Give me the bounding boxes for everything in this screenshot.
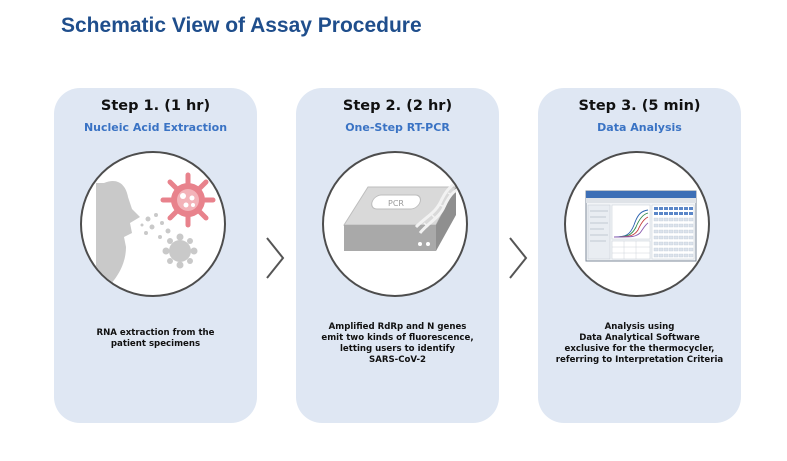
step-3-illustration <box>564 151 710 297</box>
pcr-machine-icon: PCR <box>343 177 466 251</box>
step-1-subtitle: Nucleic Acid Extraction <box>83 121 228 134</box>
chevron-right-icon <box>266 237 285 279</box>
specimen-extraction-icon <box>96 172 216 287</box>
page-title: Schematic View of Assay Procedure <box>61 14 422 37</box>
analysis-software-icon <box>585 190 697 262</box>
virus-icon <box>160 172 216 228</box>
step-card-2: Step 2. (2 hr) One-Step RT-PCR PCR <box>296 88 499 423</box>
step-3-subtitle: Data Analysis <box>597 121 682 134</box>
step-1-illustration <box>80 151 226 297</box>
step-2-description: Amplified RdRp and N genes emit two kind… <box>321 322 474 365</box>
step-card-1: Step 1. (1 hr) Nucleic Acid Extraction <box>54 88 257 423</box>
step-2-illustration: PCR <box>322 151 468 297</box>
chevron-right-icon <box>509 237 528 279</box>
step-2-title: Step 2. (2 hr) <box>342 98 453 114</box>
step-3-title: Step 3. (5 min) <box>578 98 701 114</box>
device-label: PCR <box>388 199 404 208</box>
step-1-description: RNA extraction from the patient specimen… <box>96 328 215 349</box>
step-card-3: Step 3. (5 min) Data Analysis <box>538 88 741 423</box>
step-2-subtitle: One-Step RT-PCR <box>345 121 450 134</box>
step-3-description: Analysis using Data Analytical Software … <box>555 322 724 365</box>
germ-icon <box>162 233 198 269</box>
step-1-title: Step 1. (1 hr) <box>100 98 211 114</box>
